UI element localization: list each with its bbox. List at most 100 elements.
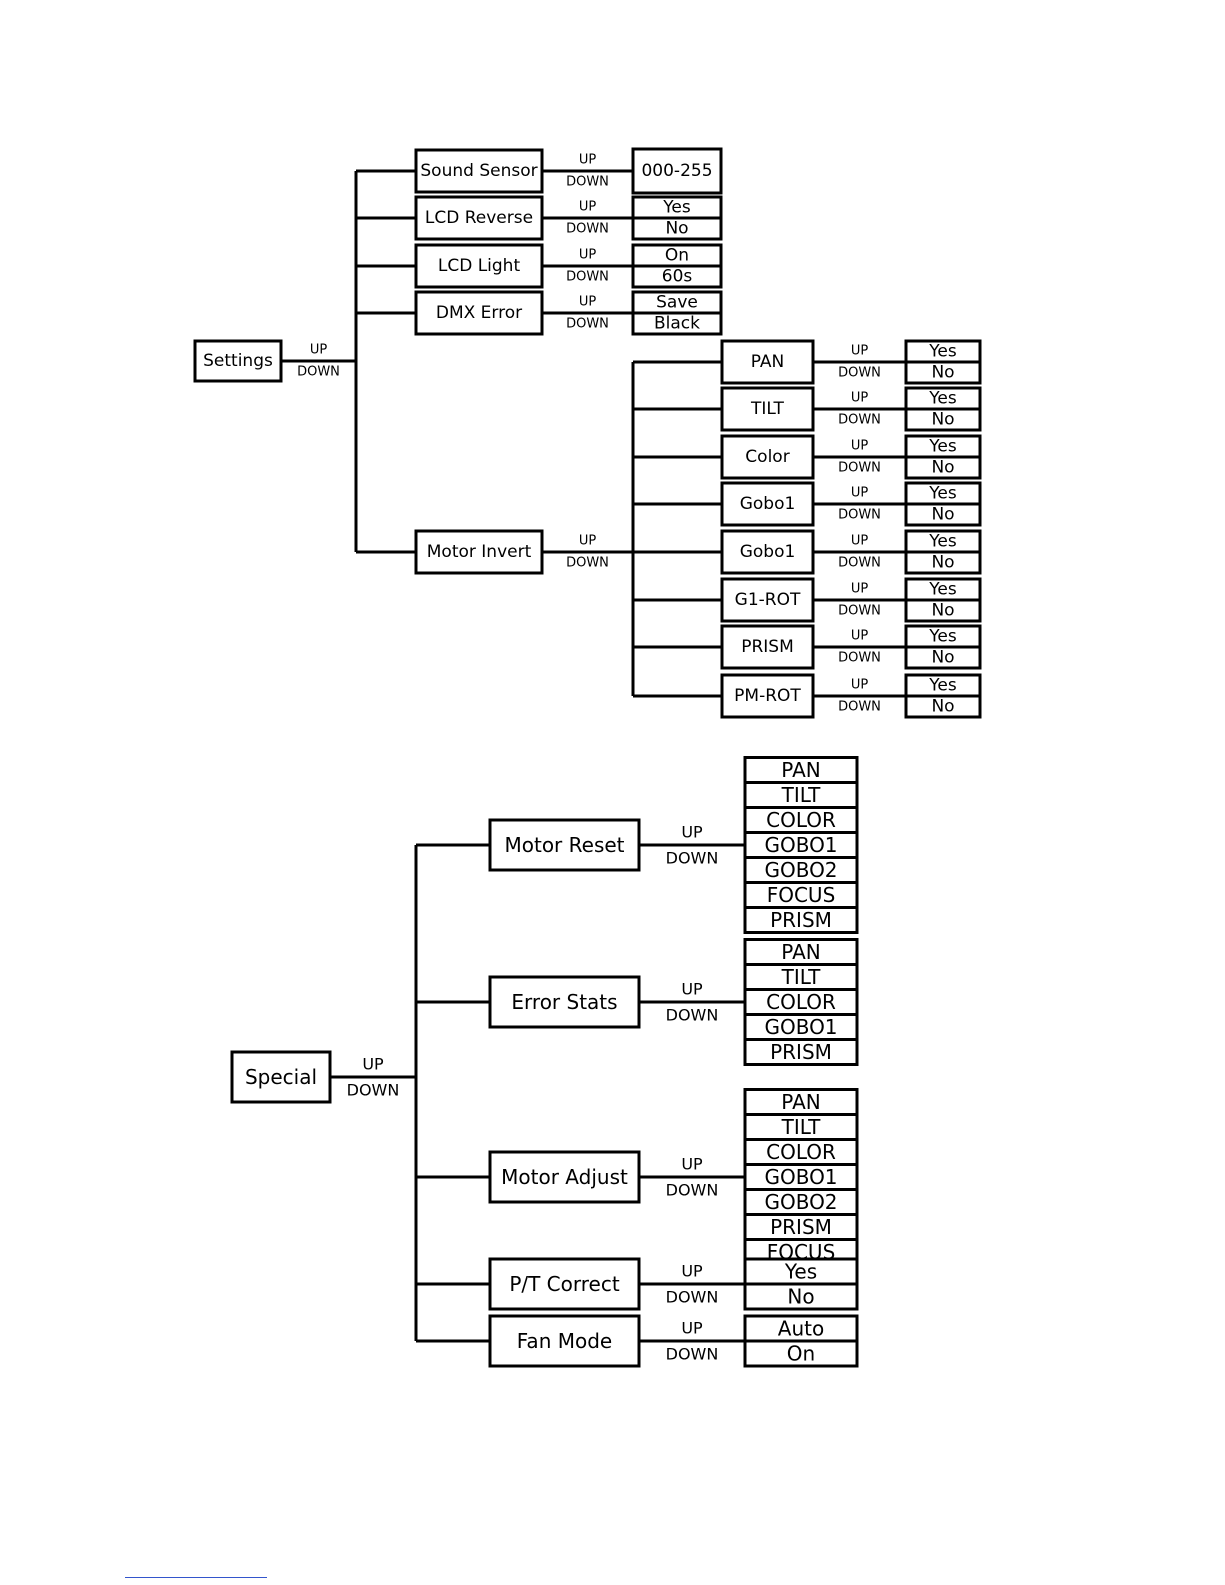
- special-up-label: UP: [362, 1055, 384, 1074]
- settings-node-label: Settings: [203, 351, 273, 371]
- special-item-motor-reset-option-pan-label: PAN: [781, 758, 820, 782]
- motor-invert-item-4-gobo1-up-label: UP: [851, 486, 869, 501]
- special-node-label: Special: [245, 1065, 317, 1089]
- special-item-motor-reset-option-gobo1: GOBO1: [743, 831, 859, 859]
- motor-invert-item-2-tilt-up-label: UP: [851, 391, 869, 406]
- motor-invert-item-5-gobo1-up-label: UP: [851, 534, 869, 549]
- special-item-p-t-correct-box: [488, 1257, 641, 1311]
- special-item-p-t-correct-option-yes-label: Yes: [784, 1260, 817, 1284]
- motor-invert-item-6-g1-rot-option-yes-label: Yes: [928, 580, 957, 600]
- special-node-box: [230, 1050, 332, 1104]
- motor-invert-item-4-gobo1-option-yes-label: Yes: [928, 484, 957, 504]
- motor-invert-item-6-g1-rot-label: G1-ROT: [735, 590, 801, 610]
- motor-invert-item-8-pm-rot-option-no-label: No: [931, 697, 954, 717]
- motor-invert-item-1-pan-down-label: DOWN: [838, 366, 881, 381]
- motor-invert-item-4-gobo1-label: Gobo1: [740, 494, 796, 514]
- special-item-p-t-correct-option-yes: Yes: [743, 1257, 859, 1286]
- special-item-motor-reset-option-tilt-label: TILT: [781, 783, 822, 807]
- special-item-p-t-correct-label: P/T Correct: [509, 1272, 620, 1296]
- motor-invert-item-8-pm-rot-box: [720, 673, 815, 719]
- motor-invert-item-2-tilt-option-no: No: [904, 407, 982, 432]
- motor-invert-item-3-color-option-no: No: [904, 455, 982, 480]
- settings-item-lcd-light: LCD Light: [414, 243, 544, 289]
- special-item-motor-reset-up-label: UP: [681, 823, 703, 842]
- special-item-motor-reset-option-tilt-box: [743, 781, 859, 809]
- motor-invert-item-2-tilt-option-yes-label: Yes: [928, 389, 957, 409]
- settings-item-sound-sensor-down-label: DOWN: [566, 175, 609, 190]
- settings-item-motor-invert: Motor Invert: [414, 529, 544, 575]
- special-item-motor-reset-down-label: DOWN: [666, 849, 719, 868]
- special-item-error-stats: Error Stats: [488, 975, 641, 1029]
- special-item-error-stats-option-pan-box: [743, 938, 859, 966]
- special-item-fan-mode-option-auto-label: Auto: [778, 1317, 824, 1341]
- special-item-motor-reset-option-gobo2: GOBO2: [743, 856, 859, 884]
- special-item-motor-adjust-option-color-box: [743, 1138, 859, 1166]
- special-item-motor-adjust-up-label: UP: [681, 1155, 703, 1174]
- motor-invert-item-1-pan-option-yes: Yes: [904, 339, 982, 364]
- motor-invert-item-3-color-up-label: UP: [851, 439, 869, 454]
- motor-invert-item-1-pan-option-no-box: [904, 360, 982, 385]
- special-item-motor-adjust-option-pan-box: [743, 1088, 859, 1116]
- settings-item-lcd-reverse: LCD Reverse: [414, 195, 544, 241]
- special-item-motor-reset-option-gobo2-label: GOBO2: [764, 858, 837, 882]
- motor-invert-item-5-gobo1: Gobo1: [720, 529, 815, 575]
- special-item-error-stats-down-label: DOWN: [666, 1006, 719, 1025]
- special-item-motor-adjust-option-color-label: COLOR: [766, 1140, 836, 1164]
- special-item-motor-reset-option-pan-box: [743, 756, 859, 784]
- motor-invert-item-8-pm-rot-label: PM-ROT: [734, 686, 801, 706]
- special-item-error-stats-option-prism-label: PRISM: [770, 1040, 832, 1064]
- motor-invert-item-1-pan-box: [720, 339, 815, 385]
- motor-invert-item-2-tilt: TILT: [720, 386, 815, 432]
- motor-invert-item-4-gobo1-option-no-box: [904, 502, 982, 527]
- settings-down-label: DOWN: [297, 365, 340, 380]
- motor-invert-item-5-gobo1-down-label: DOWN: [838, 556, 881, 571]
- special-item-motor-adjust-box: [488, 1150, 641, 1204]
- motor-invert-item-3-color-option-no-label: No: [931, 458, 954, 478]
- motor-invert-item-1-pan-up-label: UP: [851, 344, 869, 359]
- motor-invert-item-7-prism-option-no-label: No: [931, 648, 954, 668]
- special-item-motor-adjust-option-prism-label: PRISM: [770, 1215, 832, 1239]
- special-item-motor-adjust-option-pan-label: PAN: [781, 1090, 820, 1114]
- special-item-motor-reset-option-focus-label: FOCUS: [767, 883, 836, 907]
- special-item-error-stats-option-gobo1: GOBO1: [743, 1013, 859, 1041]
- settings-up-label: UP: [310, 343, 328, 358]
- special-item-error-stats-option-pan-label: PAN: [781, 940, 820, 964]
- motor-invert-item-2-tilt-down-label: DOWN: [838, 413, 881, 428]
- special-item-error-stats-option-pan: PAN: [743, 938, 859, 966]
- special-item-error-stats-option-color-label: COLOR: [766, 990, 836, 1014]
- settings-item-sound-sensor: Sound Sensor: [414, 148, 544, 194]
- motor-invert-item-8-pm-rot: PM-ROT: [720, 673, 815, 719]
- special-item-fan-mode-option-on-label: On: [787, 1342, 815, 1366]
- settings-item-lcd-reverse-option-no-label: No: [665, 219, 688, 239]
- footnote-rule: [125, 1577, 267, 1578]
- special-item-motor-reset-option-pan: PAN: [743, 756, 859, 784]
- special-item-fan-mode-option-on-box: [743, 1339, 859, 1368]
- settings-item-dmx-error-option-black: Black: [631, 311, 723, 336]
- motor-invert-item-2-tilt-box: [720, 386, 815, 432]
- special-item-motor-reset-box: [488, 818, 641, 872]
- motor-invert-item-3-color-option-yes: Yes: [904, 434, 982, 459]
- motor-invert-item-1-pan-label: PAN: [751, 352, 785, 372]
- motor-invert-item-8-pm-rot-option-no-box: [904, 694, 982, 719]
- settings-item-lcd-reverse-down-label: DOWN: [566, 222, 609, 237]
- settings-item-lcd-light-option-on-label: On: [665, 246, 689, 266]
- motor-invert-item-4-gobo1-option-no: No: [904, 502, 982, 527]
- special-item-fan-mode-option-auto: Auto: [743, 1314, 859, 1343]
- motor-invert-item-8-pm-rot-option-no: No: [904, 694, 982, 719]
- special-item-motor-reset-option-prism-box: [743, 906, 859, 934]
- special-item-motor-reset-option-tilt: TILT: [743, 781, 859, 809]
- special-item-motor-reset-option-prism: PRISM: [743, 906, 859, 934]
- settings-item-sound-sensor-option-000-255: 000-255: [631, 147, 723, 195]
- settings-item-sound-sensor-option-000-255-label: 000-255: [641, 161, 712, 181]
- settings-item-dmx-error-option-save-label: Save: [656, 293, 698, 313]
- motor-invert-down-label: DOWN: [566, 556, 609, 571]
- special-item-motor-reset-option-color-box: [743, 806, 859, 834]
- settings-item-dmx-error-box: [414, 290, 544, 336]
- motor-invert-item-4-gobo1-down-label: DOWN: [838, 508, 881, 523]
- special-item-p-t-correct-option-no-label: No: [787, 1285, 814, 1309]
- special-item-motor-adjust-label: Motor Adjust: [501, 1165, 628, 1189]
- motor-invert-item-3-color-down-label: DOWN: [838, 461, 881, 476]
- motor-invert-item-5-gobo1-option-yes-label: Yes: [928, 532, 957, 552]
- settings-item-lcd-reverse-option-no: No: [631, 216, 723, 241]
- motor-invert-item-1-pan-option-yes-label: Yes: [928, 342, 957, 362]
